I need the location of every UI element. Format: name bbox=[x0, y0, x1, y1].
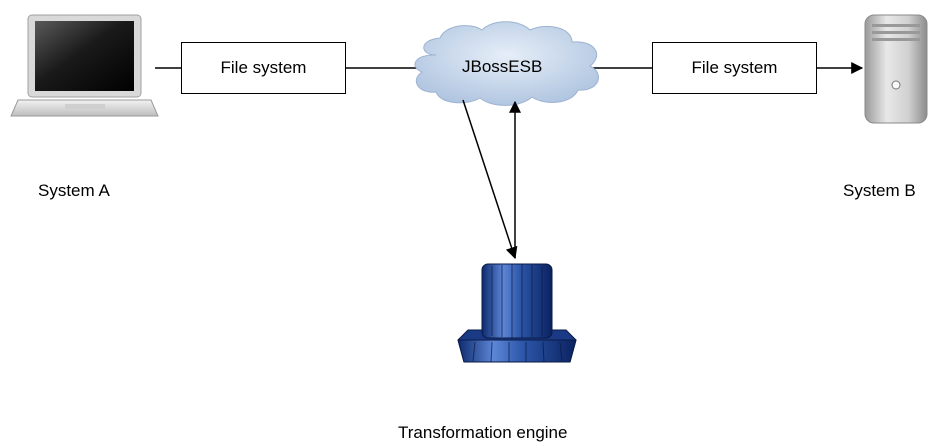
cloud-icon bbox=[414, 21, 599, 106]
transformation-engine-label: Transformation engine bbox=[398, 423, 568, 442]
connector-esb-to-engine bbox=[462, 99, 518, 260]
mainframe-icon bbox=[457, 263, 577, 363]
system-b-label: System B bbox=[843, 181, 916, 200]
file-system-box-left: File system bbox=[181, 42, 346, 94]
file-system-box-right: File system bbox=[652, 42, 817, 94]
file-system-right-label: File system bbox=[691, 58, 778, 77]
esb-label: JBossESB bbox=[462, 57, 543, 76]
system-a-label: System A bbox=[38, 181, 110, 200]
server-tower-icon bbox=[864, 14, 928, 124]
file-system-left-label: File system bbox=[220, 58, 307, 77]
laptop-icon bbox=[10, 14, 159, 117]
